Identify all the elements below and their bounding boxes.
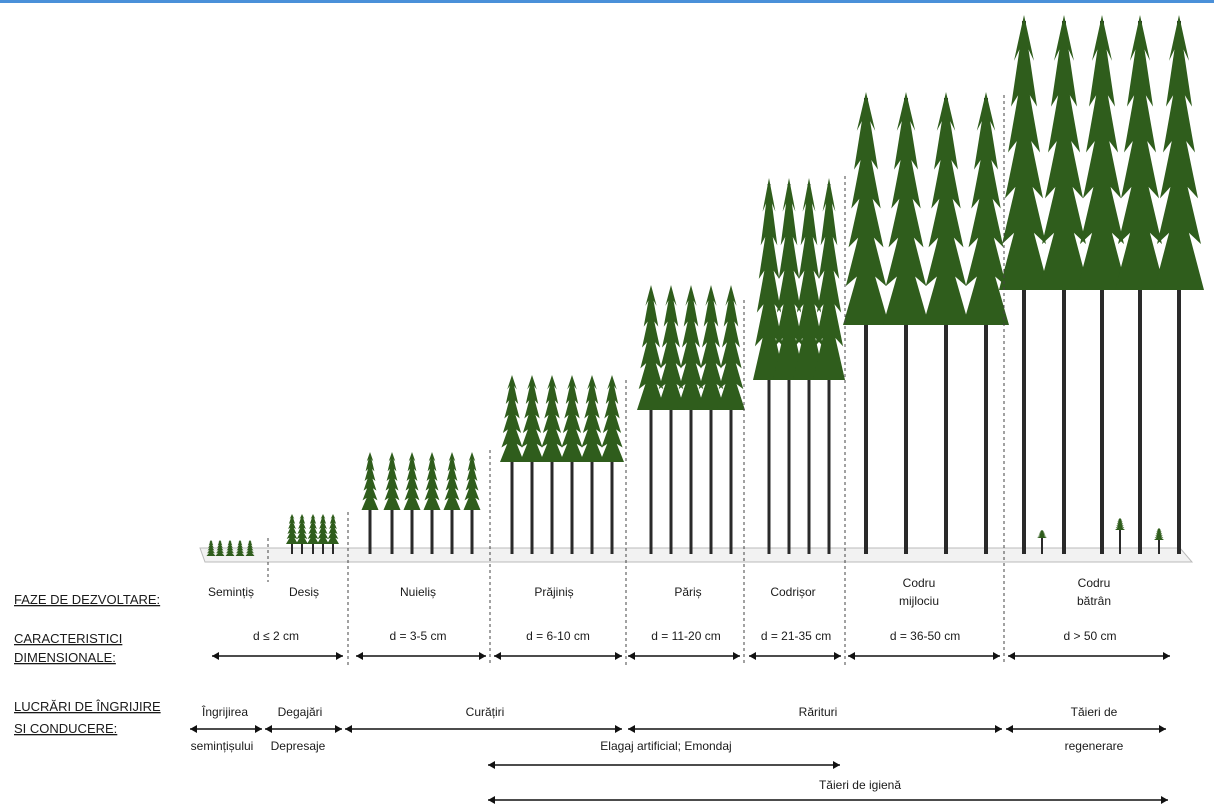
- conifer-tree: [1154, 15, 1204, 554]
- conifer-tree: [225, 540, 235, 556]
- range-arrow: [628, 652, 740, 660]
- conifer-tree: [999, 15, 1049, 554]
- conifer-tree: [773, 178, 805, 554]
- tree-illustrations: [206, 15, 1204, 556]
- works-label: Elagaj artificial; Emondaj: [600, 739, 731, 753]
- conifer-tree: [963, 92, 1009, 554]
- range-arrow: [494, 652, 622, 660]
- dimension-labels: d ≤ 2 cm d = 3-5 cm d = 6-10 cm d = 11-2…: [253, 629, 1116, 643]
- phase-label: Codru: [903, 576, 936, 590]
- conifer-tree: [500, 375, 524, 554]
- works-label: regenerare: [1065, 739, 1124, 753]
- range-arrow: [488, 796, 1168, 804]
- conifer-tree: [235, 540, 245, 556]
- conifer-tree: [1077, 15, 1127, 554]
- range-arrow: [749, 652, 841, 660]
- row-label-dims-2: DIMENSIONALE:: [14, 650, 116, 665]
- works-label: Degajări: [278, 705, 323, 719]
- row-label-works-2: SI CONDUCERE:: [14, 721, 117, 736]
- works-label: semințișului: [191, 739, 254, 753]
- range-arrow: [1006, 725, 1166, 733]
- conifer-tree: [813, 178, 845, 554]
- conifer-tree: [657, 285, 685, 554]
- phase-separators: [267, 95, 1005, 665]
- row-label-works-1: LUCRĂRI DE ÎNGRIJIRE: [14, 699, 161, 714]
- range-arrow: [345, 725, 622, 733]
- conifer-tree: [307, 514, 319, 554]
- range-arrow: [488, 761, 840, 769]
- conifer-tree: [463, 452, 481, 554]
- conifer-tree: [600, 375, 624, 554]
- conifer-tree: [1037, 530, 1047, 554]
- conifer-tree: [317, 514, 329, 554]
- range-arrow: [356, 652, 486, 660]
- conifer-tree: [677, 285, 705, 554]
- conifer-tree: [793, 178, 825, 554]
- conifer-tree: [361, 452, 379, 554]
- phase-label: Codru: [1078, 576, 1111, 590]
- conifer-tree: [883, 92, 929, 554]
- dimension-label: d = 6-10 cm: [526, 629, 590, 643]
- range-arrow: [190, 725, 262, 733]
- phase-names: Semințiș Desiș Nuieliș Prăjiniș Păriș Co…: [208, 576, 1111, 608]
- works-arrows: [190, 725, 1168, 804]
- phase-label: Prăjiniș: [534, 585, 573, 599]
- phase-label: mijlociu: [899, 594, 939, 608]
- conifer-tree: [1154, 528, 1164, 554]
- ground-strip: [199, 547, 1194, 563]
- row-label-dims-1: CARACTERISTICI: [14, 631, 122, 646]
- conifer-tree: [423, 452, 441, 554]
- phase-label: Nuieliș: [400, 585, 436, 599]
- range-arrow: [212, 652, 343, 660]
- conifer-tree: [520, 375, 544, 554]
- works-label: Tăieri de: [1071, 705, 1118, 719]
- conifer-tree: [327, 514, 339, 554]
- works-label: Tăieri de igienă: [819, 778, 901, 792]
- conifer-tree: [717, 285, 745, 554]
- conifer-tree: [443, 452, 461, 554]
- dimension-label: d = 36-50 cm: [890, 629, 960, 643]
- range-arrow: [1008, 652, 1170, 660]
- conifer-tree: [637, 285, 665, 554]
- row-label-phases: FAZE DE DEZVOLTARE:: [14, 592, 160, 607]
- range-arrow: [628, 725, 1002, 733]
- conifer-tree: [540, 375, 564, 554]
- conifer-tree: [383, 452, 401, 554]
- conifer-tree: [560, 375, 584, 554]
- works-label: Îngrijirea: [201, 704, 248, 719]
- top-accent-bar: [0, 0, 1214, 3]
- conifer-tree: [753, 178, 785, 554]
- works-label: Depresaje: [271, 739, 326, 753]
- phase-label: Codrișor: [770, 585, 815, 599]
- conifer-tree: [206, 540, 216, 556]
- phase-label: Păriș: [674, 585, 701, 599]
- phase-label: bătrân: [1077, 594, 1111, 608]
- conifer-tree: [215, 540, 225, 556]
- conifer-tree: [843, 92, 889, 554]
- works-label: Rărituri: [799, 705, 838, 719]
- conifer-tree: [403, 452, 421, 554]
- conifer-tree: [245, 540, 255, 556]
- conifer-tree: [923, 92, 969, 554]
- dimension-label: d = 21-35 cm: [761, 629, 831, 643]
- conifer-tree: [286, 514, 298, 554]
- phase-label: Desiș: [289, 585, 319, 599]
- conifer-tree: [697, 285, 725, 554]
- conifer-tree: [296, 514, 308, 554]
- dimension-label: d = 3-5 cm: [389, 629, 446, 643]
- phase-label: Semințiș: [208, 585, 254, 599]
- conifer-tree: [1115, 518, 1125, 554]
- works-labels: Îngrijirea semințișului Degajări Depresa…: [191, 704, 1124, 792]
- dimension-label: d ≤ 2 cm: [253, 629, 299, 643]
- conifer-tree: [580, 375, 604, 554]
- works-label: Curățiri: [466, 705, 505, 719]
- dimension-label: d = 11-20 cm: [651, 629, 720, 643]
- range-arrow: [265, 725, 342, 733]
- range-arrow: [848, 652, 1000, 660]
- conifer-tree: [1039, 15, 1089, 554]
- dimension-label: d > 50 cm: [1063, 629, 1116, 643]
- dimension-arrows: [212, 652, 1170, 660]
- conifer-tree: [1115, 15, 1165, 554]
